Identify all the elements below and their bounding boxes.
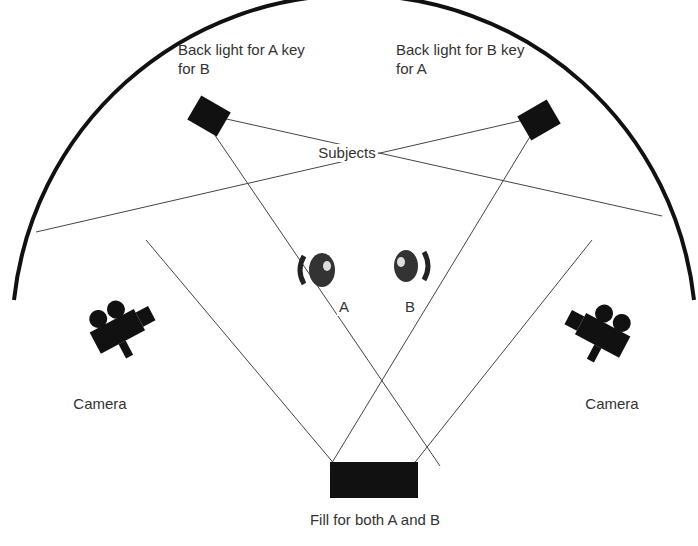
light-label: Back light for A key for B [178,40,318,78]
camera-label: Camera [71,395,128,413]
subject-b [394,250,428,282]
subject-letter: A [337,298,351,316]
subject-letter: B [403,298,417,316]
fill-light: Fill for both A and B [290,462,460,529]
subjects-label: Subjects [316,144,378,162]
light-label: Fill for both A and B [290,510,460,529]
subject-a [300,253,335,287]
back-key-light: Back light for A key for B [178,40,318,78]
cyclorama-arc [14,0,694,300]
camera-label: Camera [583,395,640,413]
light-fixture [330,462,418,498]
light-fixture [517,99,560,140]
light-label: Back light for B key for A [396,40,536,78]
back-key-light: Back light for B key for A [396,40,536,78]
light-fixture [187,95,230,136]
light-beams [36,118,662,466]
camera-left [82,287,165,367]
camera-right [555,291,638,371]
